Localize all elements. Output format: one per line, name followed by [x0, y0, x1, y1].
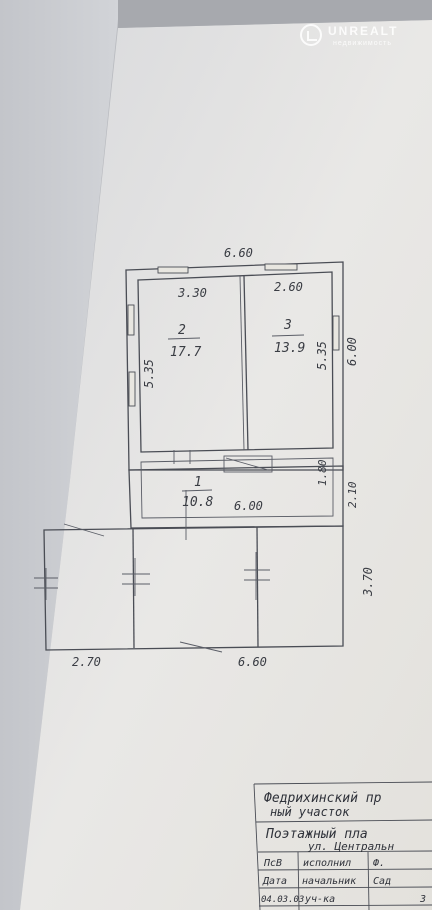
stamp-line1: Федрихинский пр	[264, 791, 382, 806]
stamp-r2c2: начальник	[302, 876, 357, 887]
watermark: UNREALT недвижимость	[300, 22, 428, 58]
annex-door-top	[63, 523, 105, 537]
annex-markers	[34, 552, 270, 600]
watermark-logo-icon	[300, 24, 322, 46]
dim-room2-width: 3.30	[177, 286, 207, 300]
dim-right-depth-inner: 5.35	[315, 341, 329, 370]
stamp-line2: ный участок	[270, 805, 350, 819]
dim-top-total: 6.60	[224, 246, 253, 260]
dim-room3-width: 2.60	[274, 280, 303, 294]
window-left-upper	[127, 304, 135, 336]
window-top-right	[264, 263, 298, 271]
dim-annex-left-width: 2.70	[72, 655, 101, 669]
stamp-r1c1: ПсВ	[263, 858, 282, 869]
stamp-r2c3: Сад	[373, 876, 391, 887]
room1-number: 1	[194, 475, 202, 490]
dim-room1-depth-outer: 2.10	[346, 481, 359, 508]
annex-wall	[43, 525, 344, 651]
dim-left-depth: 5.35	[142, 359, 156, 388]
stamp-line3: Поэтажный пла	[265, 827, 368, 842]
dim-annex-total-width: 6.60	[238, 655, 267, 669]
room1-area: 10.8	[182, 495, 213, 510]
dim-right-depth-outer: 6.00	[345, 337, 359, 366]
partition-2-3	[243, 275, 249, 451]
annex-partition-right	[256, 526, 259, 648]
window-top-left	[157, 266, 189, 274]
annex-partition-left	[132, 527, 135, 649]
room3-area: 13.9	[274, 341, 305, 356]
window-right	[332, 315, 340, 351]
room3-number: 3	[283, 318, 292, 333]
watermark-subtitle: недвижимость	[333, 40, 392, 47]
stamp-line4: ул. Центральн	[307, 840, 394, 853]
room2-area: 17.7	[170, 345, 201, 360]
dim-room1-depth: 1.80	[316, 459, 329, 486]
stamp-r3c1: 04.03.03	[261, 895, 304, 905]
stamp-r1c3: Ф.	[373, 858, 385, 869]
door-room1	[223, 455, 273, 473]
watermark-brand: UNREALT	[328, 24, 399, 38]
stamp-r3c2: уч-ка	[304, 894, 335, 905]
stamp-r2c1: Дата	[262, 876, 287, 887]
room2-number: 2	[178, 323, 186, 338]
stamp-r3c3: 3	[419, 894, 426, 905]
dim-room1-width: 6.00	[234, 499, 263, 513]
window-left-lower	[128, 371, 136, 407]
stamp-r1c2: исполнил	[303, 858, 351, 869]
dim-annex-depth: 3.70	[361, 567, 375, 597]
rooms-inner-wall	[137, 271, 334, 453]
annex-door-bottom	[179, 641, 223, 653]
